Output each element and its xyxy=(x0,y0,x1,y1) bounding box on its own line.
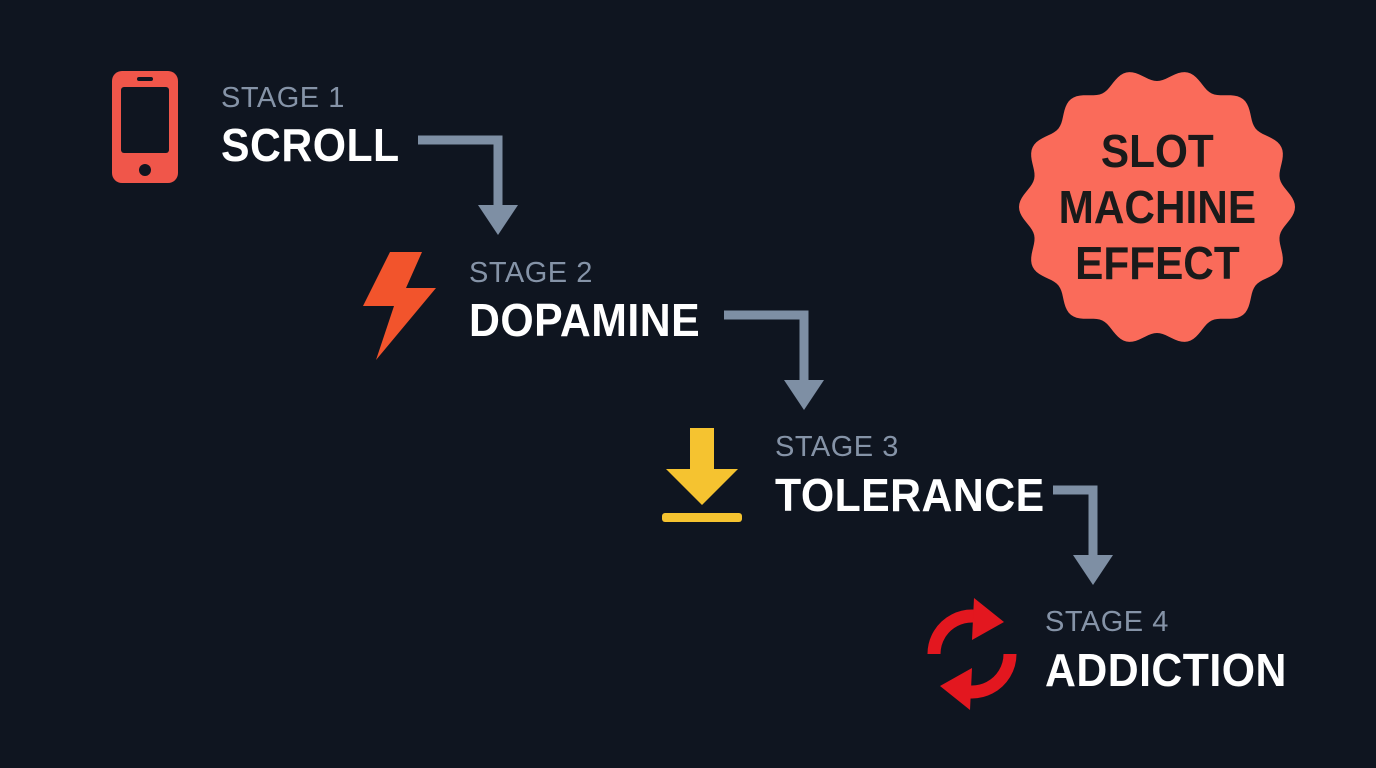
connector-arrow xyxy=(1053,485,1113,585)
connector-arrow xyxy=(418,135,518,235)
stage-title: SCROLL xyxy=(221,119,400,171)
refresh-cycle-icon xyxy=(927,598,1017,710)
lightning-icon xyxy=(363,252,436,360)
stage-label: STAGE 3 xyxy=(775,431,899,463)
badge-line: SLOT xyxy=(1100,125,1214,177)
stage-title: ADDICTION xyxy=(1045,644,1287,696)
download-arrow-icon xyxy=(662,428,742,522)
stage-label: STAGE 2 xyxy=(469,257,593,289)
stage-title: DOPAMINE xyxy=(469,294,701,346)
badge-line: MACHINE xyxy=(1058,181,1256,233)
stage-label: STAGE 4 xyxy=(1045,606,1169,638)
slot-machine-effect-badge: SLOT MACHINE EFFECT xyxy=(1012,62,1302,352)
phone-icon xyxy=(112,71,178,183)
badge-line: EFFECT xyxy=(1074,237,1240,289)
seal-badge-icon xyxy=(1019,72,1295,342)
stage-label: STAGE 1 xyxy=(221,82,345,114)
connector-arrow xyxy=(724,310,824,410)
stage-title: TOLERANCE xyxy=(775,469,1045,521)
